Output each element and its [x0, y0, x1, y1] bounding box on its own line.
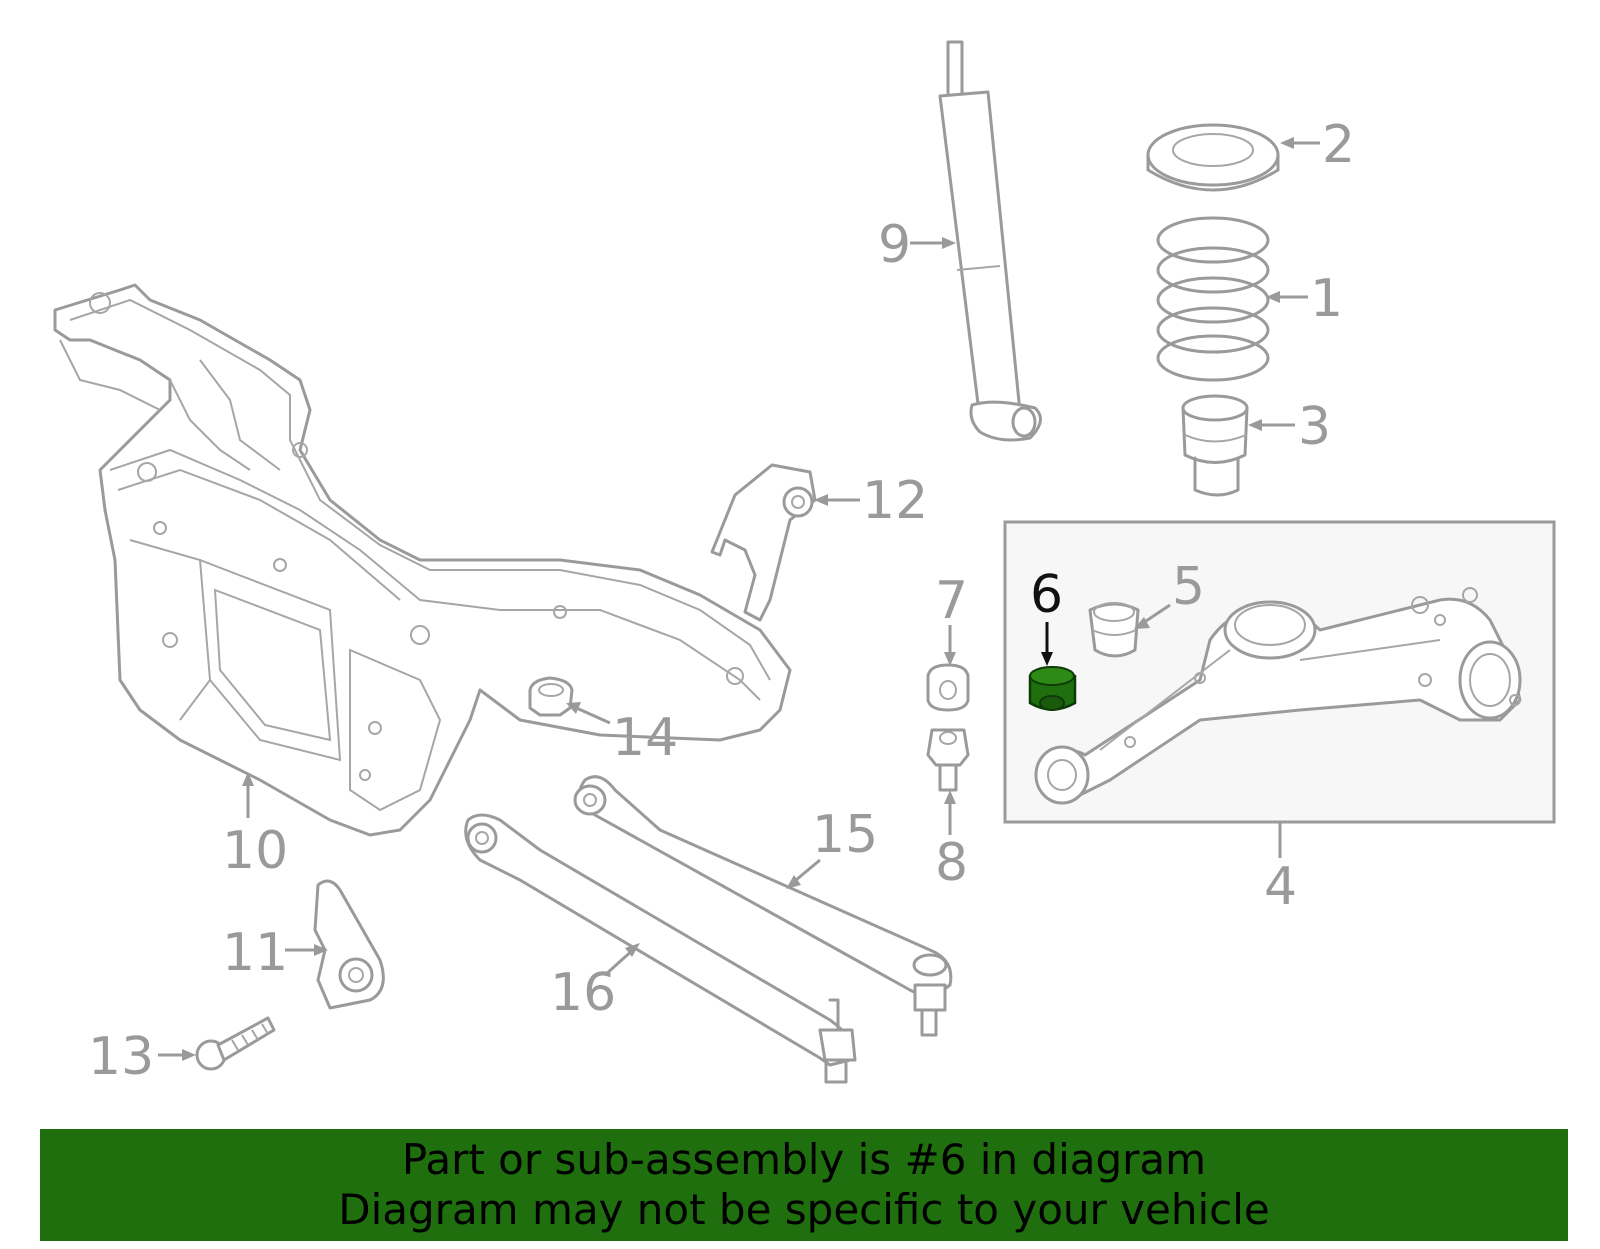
part-6-bushing-highlighted	[1028, 666, 1077, 711]
part-5-bushing	[1088, 602, 1140, 658]
callout-3: 3	[1298, 397, 1331, 457]
callout-15: 15	[812, 805, 878, 865]
banner-line-2: Diagram may not be specific to your vehi…	[338, 1185, 1270, 1234]
part-8-bolt	[926, 728, 970, 792]
callout-7: 7	[935, 571, 968, 631]
part-16-lateral-link	[464, 813, 857, 1084]
callout-8: 8	[935, 833, 968, 893]
callout-5: 5	[1172, 557, 1205, 617]
callout-labels: 1 2 3 4 5 6 7 8 9 10 11 12 13 14 15 16	[88, 115, 1355, 1087]
info-banner: Part or sub-assembly is #6 in diagram Di…	[40, 1129, 1568, 1241]
callout-6: 6	[1030, 565, 1063, 625]
callout-9: 9	[878, 215, 911, 275]
part-13-bolt	[195, 1016, 276, 1071]
part-7-bushing	[926, 663, 970, 712]
callout-1: 1	[1310, 269, 1343, 329]
callout-11: 11	[222, 923, 288, 983]
part-4-lower-control-arm	[1034, 587, 1522, 805]
part-1-coil-spring	[1156, 216, 1270, 382]
callout-16: 16	[550, 963, 616, 1023]
part-15-control-arm	[573, 775, 953, 1037]
callout-14: 14	[612, 708, 678, 768]
callout-13: 13	[88, 1027, 154, 1087]
part-2-spring-insulator	[1146, 123, 1280, 192]
callout-10: 10	[222, 821, 288, 881]
part-14-nut	[528, 676, 574, 717]
banner-line-1: Part or sub-assembly is #6 in diagram	[401, 1135, 1207, 1184]
part-3-bump-stop	[1181, 394, 1249, 497]
part-11-bracket	[313, 879, 385, 1010]
part-12-bracket	[710, 463, 817, 622]
part-10-subframe	[53, 283, 792, 837]
leader-lines	[158, 137, 1320, 1061]
inset-box	[1003, 520, 1556, 824]
part-9-shock-absorber	[938, 40, 1042, 442]
callout-2: 2	[1322, 115, 1355, 175]
callout-4: 4	[1264, 857, 1297, 917]
callout-12: 12	[862, 471, 928, 531]
